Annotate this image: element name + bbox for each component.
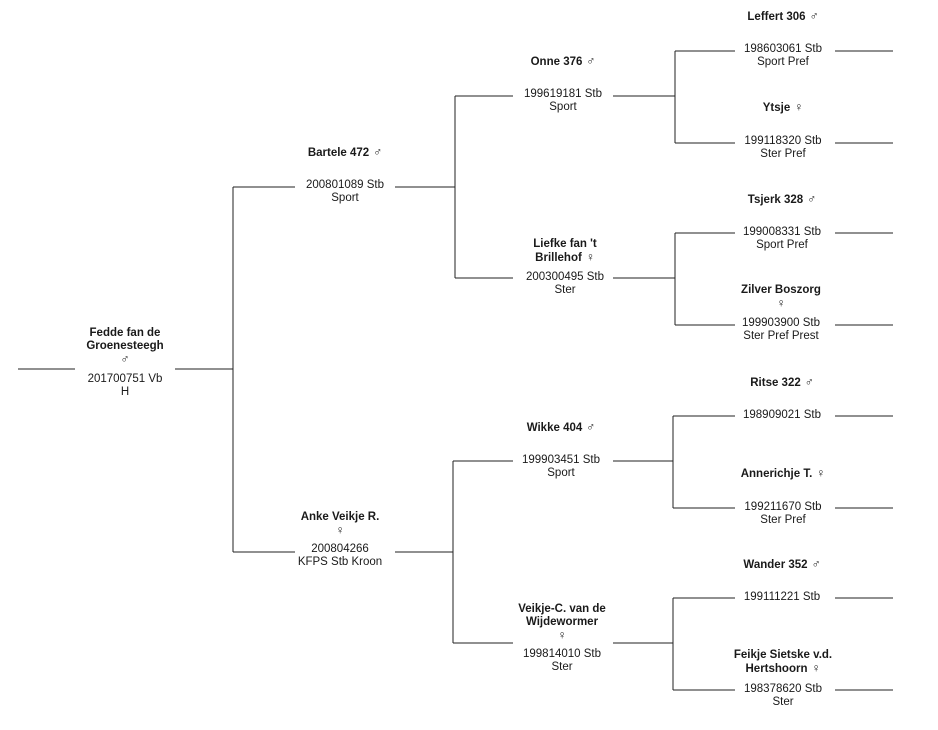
- registration-number: 200801089 Stb: [305, 179, 385, 191]
- horse-sss: Leffert 306♂ 198603061 Stb Sport Pref: [744, 10, 822, 69]
- horse-sire: Bartele 472♂ 200801089 Stb Sport: [306, 146, 384, 205]
- predicate: Sport Pref: [757, 56, 809, 68]
- horse-name: Onne 376: [530, 56, 583, 68]
- registration-number: 200300495 Stb: [525, 271, 605, 283]
- horse-name: Veikje-C. van de Wijdewormer: [518, 603, 606, 628]
- horse-name: Liefke fan 't Brillehof: [533, 238, 597, 264]
- male-symbol-icon: ♂: [586, 420, 596, 434]
- predicate: Ster: [551, 661, 573, 673]
- female-symbol-icon: ♀: [794, 100, 804, 114]
- registration-number: 198378620 Stb: [743, 683, 823, 695]
- horse-dam: Anke Veikje R. ♀ 200804266 KFPS Stb Kroo…: [298, 511, 382, 569]
- horse-name: Fedde fan de Groenesteegh: [86, 327, 164, 352]
- horse-sire-dam: Liefke fan 't Brillehof♀ 200300495 Stb S…: [510, 238, 620, 297]
- horse-sdd: Zilver Boszorg ♀ 199903900 Stb Ster Pref…: [741, 284, 821, 343]
- predicate: Sport: [331, 192, 359, 204]
- male-symbol-icon: ♂: [120, 352, 130, 366]
- registration-number: 198909021 Stb: [742, 409, 822, 421]
- horse-name: Annerichje T.: [740, 468, 813, 480]
- horse-dam-dam: Veikje-C. van de Wijdewormer ♀ 199814010…: [507, 603, 617, 674]
- registration-number: 199903451 Stb: [521, 454, 601, 466]
- male-symbol-icon: ♂: [373, 145, 383, 159]
- predicate: Ster: [772, 696, 794, 708]
- horse-dam-sire: Wikke 404♂ 199903451 Stb Sport: [522, 421, 600, 480]
- horse-sire-sire: Onne 376♂ 199619181 Stb Sport: [524, 55, 602, 114]
- registration-number: 199111221 Stb: [743, 591, 821, 603]
- horse-name: Wikke 404: [526, 422, 583, 434]
- female-symbol-icon: ♀: [335, 523, 345, 537]
- registration-number: 200804266: [311, 543, 369, 555]
- predicate: KFPS Stb Kroon: [297, 556, 383, 568]
- male-symbol-icon: ♂: [807, 192, 817, 206]
- horse-name: Tsjerk 328: [747, 194, 804, 206]
- male-symbol-icon: ♂: [586, 54, 596, 68]
- predicate: Ster: [554, 284, 576, 296]
- registration-number: 199619181 Stb: [523, 88, 603, 100]
- registration-number: 199903900 Stb: [741, 317, 821, 329]
- male-symbol-icon: ♂: [811, 557, 821, 571]
- horse-name: Leffert 306: [747, 11, 806, 23]
- female-symbol-icon: ♀: [816, 466, 826, 480]
- predicate: Ster Pref: [760, 514, 806, 526]
- male-symbol-icon: ♂: [809, 9, 819, 23]
- predicate: Ster Pref Prest: [743, 330, 819, 342]
- horse-name: Ritse 322: [750, 377, 801, 389]
- registration-number: 201700751 Vb: [87, 373, 163, 385]
- horse-ddd: Feikje Sietske v.d. Hertshoorn♀ 19837862…: [733, 649, 833, 709]
- registration-number: 199008331 Stb: [742, 226, 822, 238]
- horse-name: Wander 352: [743, 559, 808, 571]
- horse-name: Zilver Boszorg: [741, 284, 821, 296]
- male-symbol-icon: ♂: [804, 375, 814, 389]
- female-symbol-icon: ♀: [811, 661, 821, 675]
- horse-sds: Tsjerk 328♂ 199008331 Stb Sport Pref: [743, 193, 821, 252]
- female-symbol-icon: ♀: [585, 250, 595, 264]
- female-symbol-icon: ♀: [776, 296, 786, 310]
- registration-number: 199814010 Stb: [522, 648, 602, 660]
- female-symbol-icon: ♀: [557, 628, 567, 642]
- horse-name: Bartele 472: [307, 147, 370, 159]
- predicate: Sport: [549, 101, 577, 113]
- horse-subject: Fedde fan de Groenesteegh ♂ 201700751 Vb…: [65, 327, 185, 399]
- registration-number: 199211670 Stb: [744, 501, 822, 513]
- predicate: Sport Pref: [756, 239, 808, 251]
- horse-name: Feikje Sietske v.d. Hertshoorn: [733, 649, 833, 675]
- horse-dss: Ritse 322♂ 198909021 Stb: [743, 376, 821, 422]
- horse-dsd: Annerichje T.♀ 199211670 Stb Ster Pref: [741, 467, 826, 527]
- predicate: Ster Pref: [760, 148, 806, 160]
- horse-name: Anke Veikje R.: [300, 511, 380, 523]
- predicate: Sport: [547, 467, 575, 479]
- horse-dds: Wander 352♂ 199111221 Stb: [743, 558, 820, 604]
- registration-number: 199118320 Stb: [744, 135, 822, 147]
- horse-ssd: Ytsje♀ 199118320 Stb Ster Pref: [744, 101, 821, 161]
- predicate: H: [120, 386, 130, 398]
- horse-name: Ytsje: [762, 102, 791, 114]
- registration-number: 198603061 Stb: [743, 43, 823, 55]
